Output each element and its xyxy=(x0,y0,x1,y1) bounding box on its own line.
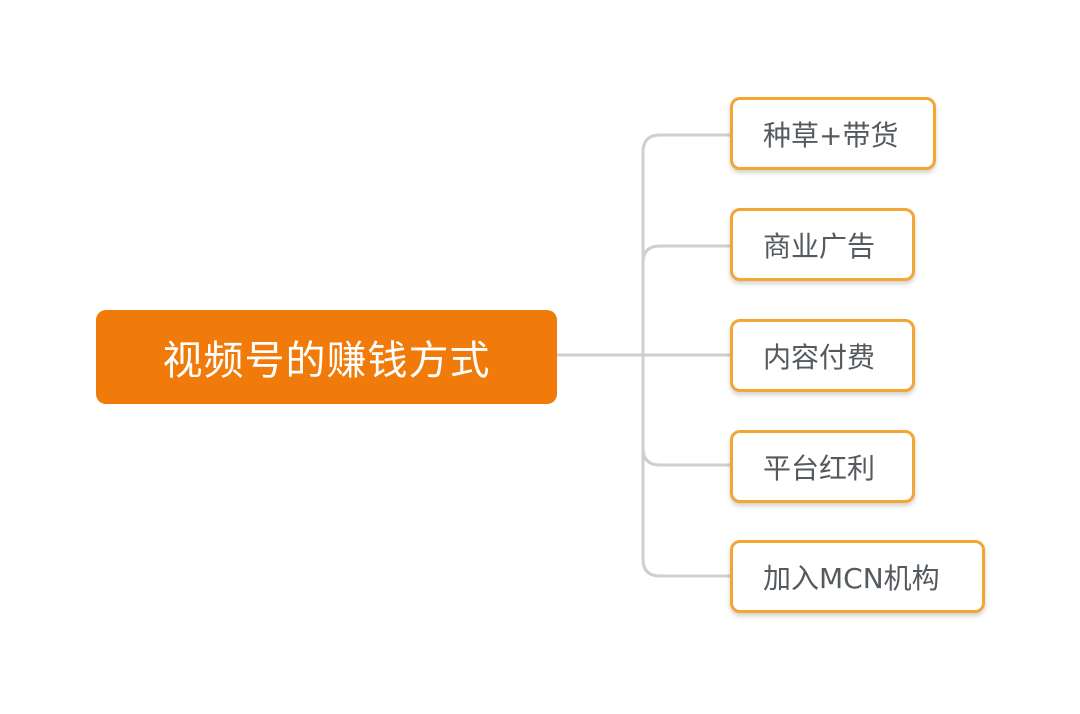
connector-branch-1 xyxy=(641,133,732,357)
branch-topic-platform-bonus[interactable]: 平台红利 xyxy=(730,430,915,503)
branch-topic-label: 加入MCN机构 xyxy=(763,561,940,595)
branch-topic-label: 商业广告 xyxy=(763,229,876,263)
connector-branch-2 xyxy=(641,244,732,265)
branch-topic-label: 平台红利 xyxy=(763,451,876,485)
root-topic[interactable]: 视频号的赚钱方式 xyxy=(96,310,557,404)
branch-topic-seeding-sales[interactable]: 种草+带货 xyxy=(730,97,936,170)
branch-topic-paid-content[interactable]: 内容付费 xyxy=(730,319,915,392)
connector-branch-4 xyxy=(641,446,732,467)
connector-branch-5 xyxy=(641,353,732,578)
branch-topic-join-mcn[interactable]: 加入MCN机构 xyxy=(730,540,985,613)
branch-topic-label: 种草+带货 xyxy=(763,118,899,152)
root-topic-label: 视频号的赚钱方式 xyxy=(162,338,491,384)
branch-topic-commercial-ads[interactable]: 商业广告 xyxy=(730,208,915,281)
branch-topic-label: 内容付费 xyxy=(763,340,876,374)
